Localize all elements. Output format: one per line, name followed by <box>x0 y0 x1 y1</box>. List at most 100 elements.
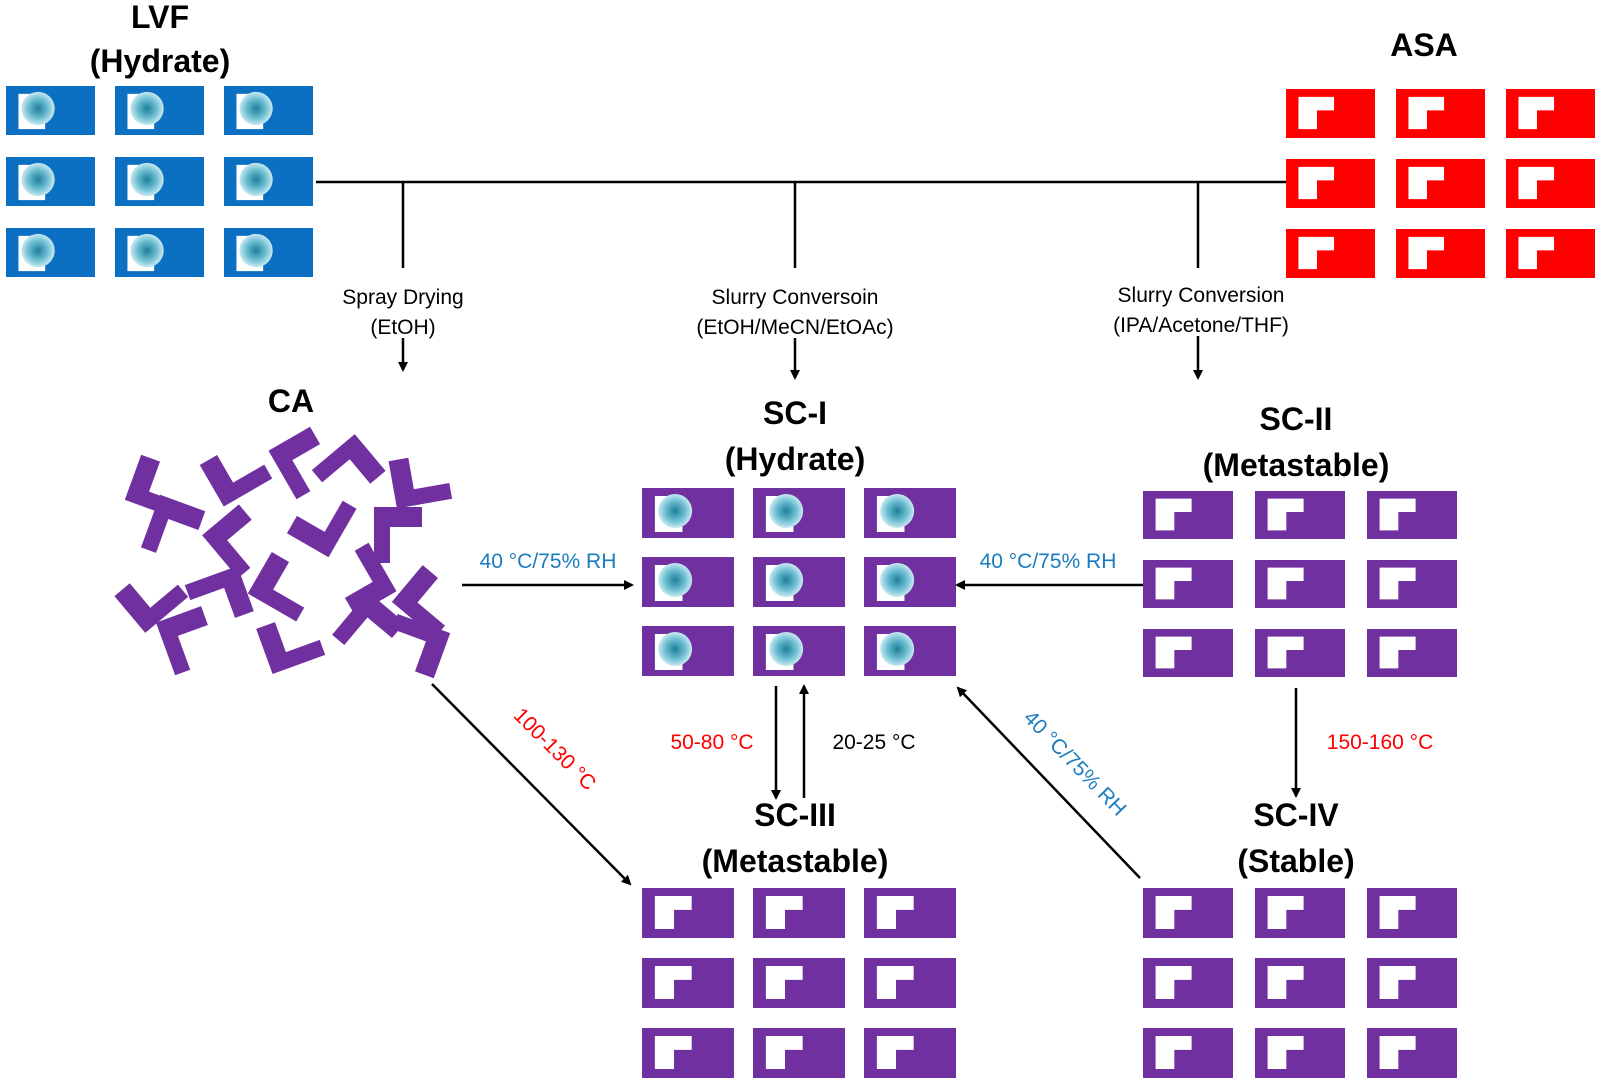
purple-block-with-l-notch <box>864 1028 956 1078</box>
purple-chevron <box>268 426 321 500</box>
red-block-with-l-notch <box>1506 159 1595 208</box>
blue-block-with-water-sphere <box>224 228 313 277</box>
purple-block-with-l-notch <box>1255 560 1345 608</box>
blue-block-with-water-sphere <box>224 157 313 206</box>
purple-block-with-water-sphere <box>864 557 956 607</box>
route-slurry2-solvent: (IPA/Acetone/THF) <box>1113 314 1289 337</box>
purple-chevron <box>374 507 422 563</box>
purple-block-with-l-notch <box>1255 958 1345 1008</box>
blue-block-with-water-sphere <box>6 157 95 206</box>
route-spray-drying: Spray Drying <box>342 286 463 309</box>
sc4-sublabel: (Stable) <box>1237 843 1354 879</box>
sc1-sublabel: (Hydrate) <box>725 441 865 477</box>
purple-block-with-l-notch <box>1367 629 1457 677</box>
blue-block-with-water-sphere <box>6 86 95 135</box>
route-slurry1: Slurry Conversoin <box>712 286 879 309</box>
red-block-with-l-notch <box>1396 159 1485 208</box>
lvf-hydrate-lattice <box>6 86 313 277</box>
purple-chevron <box>114 583 189 633</box>
purple-block-with-l-notch <box>1143 888 1233 938</box>
purple-block-with-l-notch <box>1143 958 1233 1008</box>
purple-block-with-l-notch <box>1367 560 1457 608</box>
purple-block-with-water-sphere <box>642 557 734 607</box>
cond-sc2-to-sc4: 150-160 °C <box>1327 731 1433 754</box>
purple-block-with-water-sphere <box>753 626 845 676</box>
purple-block-with-l-notch <box>1367 1028 1457 1078</box>
sc3-label: SC-III <box>754 797 836 833</box>
cond-ca-to-sc1: 40 °C/75% RH <box>480 550 617 573</box>
purple-block-with-water-sphere <box>753 488 845 538</box>
purple-block-with-water-sphere <box>642 626 734 676</box>
blue-block-with-water-sphere <box>224 86 313 135</box>
purple-chevron <box>391 565 446 638</box>
cond-sc3-to-sc1: 20-25 °C <box>832 731 915 754</box>
sc3-metastable-lattice <box>642 888 956 1078</box>
route-spray-solvent: (EtOH) <box>370 316 435 339</box>
purple-block-with-water-sphere <box>864 626 956 676</box>
red-block-with-l-notch <box>1286 159 1375 208</box>
blue-block-with-water-sphere <box>115 157 204 206</box>
red-block-with-l-notch <box>1286 89 1375 138</box>
purple-chevron <box>202 504 252 579</box>
purple-block-with-l-notch <box>1143 629 1233 677</box>
blue-block-with-water-sphere <box>115 228 204 277</box>
route-slurry1-solvent: (EtOH/MeCN/EtOAc) <box>696 316 893 339</box>
sc4-label: SC-IV <box>1253 797 1339 833</box>
red-block-with-l-notch <box>1396 89 1485 138</box>
purple-chevron <box>286 500 357 558</box>
purple-block-with-l-notch <box>753 1028 845 1078</box>
purple-block-with-l-notch <box>642 958 734 1008</box>
purple-chevron <box>332 591 405 646</box>
purple-block-with-l-notch <box>1143 491 1233 539</box>
purple-block-with-l-notch <box>753 958 845 1008</box>
purple-chevron <box>256 622 326 675</box>
purple-chevron <box>344 542 397 616</box>
purple-block-with-l-notch <box>864 888 956 938</box>
cond-ca-to-sc3: 100-130 °C <box>509 704 601 796</box>
purple-block-with-l-notch <box>864 958 956 1008</box>
sc1-label: SC-I <box>763 395 827 431</box>
purple-block-with-l-notch <box>1255 888 1345 938</box>
purple-block-with-water-sphere <box>753 557 845 607</box>
ca-amorphous-cluster <box>114 426 453 679</box>
purple-block-with-l-notch <box>1143 1028 1233 1078</box>
purple-chevron <box>184 565 254 618</box>
red-block-with-l-notch <box>1286 229 1375 278</box>
asa-label: ASA <box>1390 27 1458 63</box>
blue-block-with-water-sphere <box>115 86 204 135</box>
purple-block-with-l-notch <box>753 888 845 938</box>
purple-block-with-water-sphere <box>642 488 734 538</box>
cond-sc2-to-sc1: 40 °C/75% RH <box>980 550 1117 573</box>
blue-block-with-water-sphere <box>6 228 95 277</box>
sc2-metastable-lattice <box>1143 491 1457 677</box>
lvf-sublabel: (Hydrate) <box>90 43 230 79</box>
purple-chevron <box>392 613 451 679</box>
purple-block-with-l-notch <box>642 888 734 938</box>
asa-lattice <box>1286 89 1595 278</box>
purple-chevron <box>311 434 386 484</box>
purple-block-with-l-notch <box>1367 491 1457 539</box>
route-slurry2: Slurry Conversion <box>1118 284 1285 307</box>
purple-chevron <box>155 606 208 676</box>
cond-sc1-to-sc3: 50-80 °C <box>670 731 753 754</box>
sc2-sublabel: (Metastable) <box>1203 447 1390 483</box>
sc2-label: SC-II <box>1260 401 1333 437</box>
red-block-with-l-notch <box>1506 89 1595 138</box>
red-block-with-l-notch <box>1506 229 1595 278</box>
purple-chevron <box>388 457 453 509</box>
purple-chevron <box>140 494 206 553</box>
lvf-label: LVF <box>131 0 189 35</box>
sc4-stable-lattice <box>1143 888 1457 1078</box>
purple-block-with-l-notch <box>1367 888 1457 938</box>
sc3-sublabel: (Metastable) <box>702 843 889 879</box>
red-block-with-l-notch <box>1396 229 1485 278</box>
arrow-ca-to-sc3 <box>431 683 632 886</box>
purple-block-with-l-notch <box>642 1028 734 1078</box>
purple-chevron <box>199 454 273 507</box>
purple-chevron <box>247 551 305 622</box>
purple-block-with-water-sphere <box>864 488 956 538</box>
sc1-hydrate-lattice <box>642 488 956 676</box>
purple-block-with-l-notch <box>1367 958 1457 1008</box>
cond-sc4-to-sc1: 40 °C/75% RH <box>1019 706 1131 820</box>
